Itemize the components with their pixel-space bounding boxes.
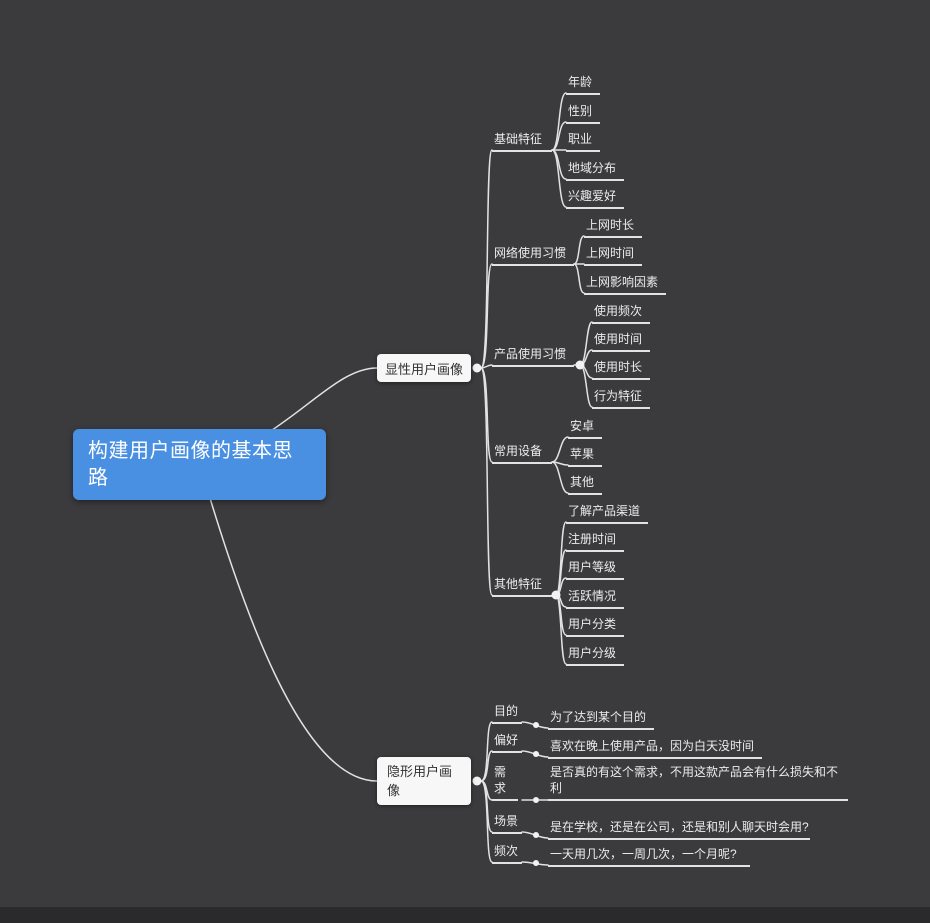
leaf-topic[interactable]: 用户分类 (566, 615, 624, 637)
subtopic[interactable]: 频次 (492, 842, 522, 864)
leaf-topic[interactable]: 是在学校，还是在公司，还是和别人聊天时会用? (548, 818, 810, 840)
subtopic[interactable]: 网络使用习惯 (492, 244, 574, 266)
collapse-handle-dot[interactable] (575, 360, 585, 370)
leaf-topic[interactable]: 上网影响因素 (584, 273, 666, 295)
connector-line (551, 121, 567, 151)
connector-line (480, 263, 493, 369)
leaf-topic[interactable]: 兴趣爱好 (566, 187, 624, 209)
collapse-handle-dot[interactable] (533, 751, 539, 757)
collapse-handle-dot[interactable] (533, 797, 539, 803)
leaf-topic[interactable]: 安卓 (568, 417, 602, 439)
leaf-topic[interactable]: 活跃情况 (566, 587, 624, 609)
leaf-topic[interactable]: 上网时长 (584, 216, 642, 238)
subtopic[interactable]: 其他特征 (492, 575, 552, 597)
connector-line (480, 780, 493, 863)
connector-line (480, 367, 493, 596)
connector-line (551, 92, 567, 151)
leaf-topic[interactable]: 为了达到某个目的 (548, 708, 654, 730)
leaf-topic[interactable]: 使用频次 (592, 302, 650, 324)
leaf-topic[interactable]: 其他 (568, 473, 602, 495)
leaf-topic[interactable]: 喜欢在晚上使用产品，因为白天没时间 (548, 737, 762, 759)
subtopic[interactable]: 目的 (492, 702, 522, 724)
collapse-handle-dot[interactable] (472, 776, 482, 786)
leaf-topic[interactable]: 行为特征 (592, 387, 650, 409)
leaf-topic[interactable]: 用户等级 (566, 558, 624, 580)
connector-line (573, 235, 585, 265)
leaf-topic[interactable]: 注册时间 (566, 530, 624, 552)
window-bottom-bar (0, 907, 930, 923)
leaf-topic[interactable]: 职业 (566, 130, 600, 152)
main-topic[interactable]: 显性用户画像 (377, 354, 471, 382)
leaf-topic[interactable]: 了解产品渠道 (566, 502, 648, 524)
leaf-topic[interactable]: 性别 (566, 102, 600, 124)
leaf-topic[interactable]: 是否真的有这个需求，不用这款产品会有什么损失和不利 (548, 763, 848, 801)
central-topic[interactable]: 构建用户画像的基本思路 (73, 429, 326, 500)
connector-line (551, 436, 569, 463)
connector-line (551, 149, 567, 208)
leaf-topic[interactable]: 上网时间 (584, 244, 642, 266)
leaf-topic[interactable]: 年龄 (566, 73, 600, 95)
leaf-topic[interactable]: 用户分级 (566, 644, 624, 666)
subtopic[interactable]: 场景 (492, 812, 522, 834)
collapse-handle-dot[interactable] (533, 832, 539, 838)
subtopic[interactable]: 偏好 (492, 731, 522, 753)
connector-line (551, 461, 569, 494)
connector-line (480, 721, 493, 782)
main-topic[interactable]: 隐形用户画像 (377, 757, 471, 805)
connector-line (555, 594, 567, 665)
connector-line (480, 750, 493, 782)
connector-line (199, 464, 378, 782)
leaf-topic[interactable]: 地域分布 (566, 159, 624, 181)
subtopic[interactable]: 需求 (492, 763, 518, 801)
leaf-topic[interactable]: 使用时长 (592, 358, 650, 380)
leaf-topic[interactable]: 使用时间 (592, 330, 650, 352)
subtopic[interactable]: 基础特征 (492, 130, 552, 152)
leaf-topic[interactable]: 苹果 (568, 445, 602, 467)
connector-line (480, 149, 493, 369)
collapse-handle-dot[interactable] (533, 722, 539, 728)
leaf-topic[interactable]: 一天用几次，一周几次，一个月呢? (548, 845, 750, 867)
subtopic[interactable]: 常用设备 (492, 442, 552, 464)
collapse-handle-dot[interactable] (551, 590, 561, 600)
connector-line (480, 367, 493, 463)
subtopic[interactable]: 产品使用习惯 (492, 345, 574, 367)
connector-line (573, 263, 585, 294)
collapse-handle-dot[interactable] (472, 363, 482, 373)
collapse-handle-dot[interactable] (533, 860, 539, 866)
